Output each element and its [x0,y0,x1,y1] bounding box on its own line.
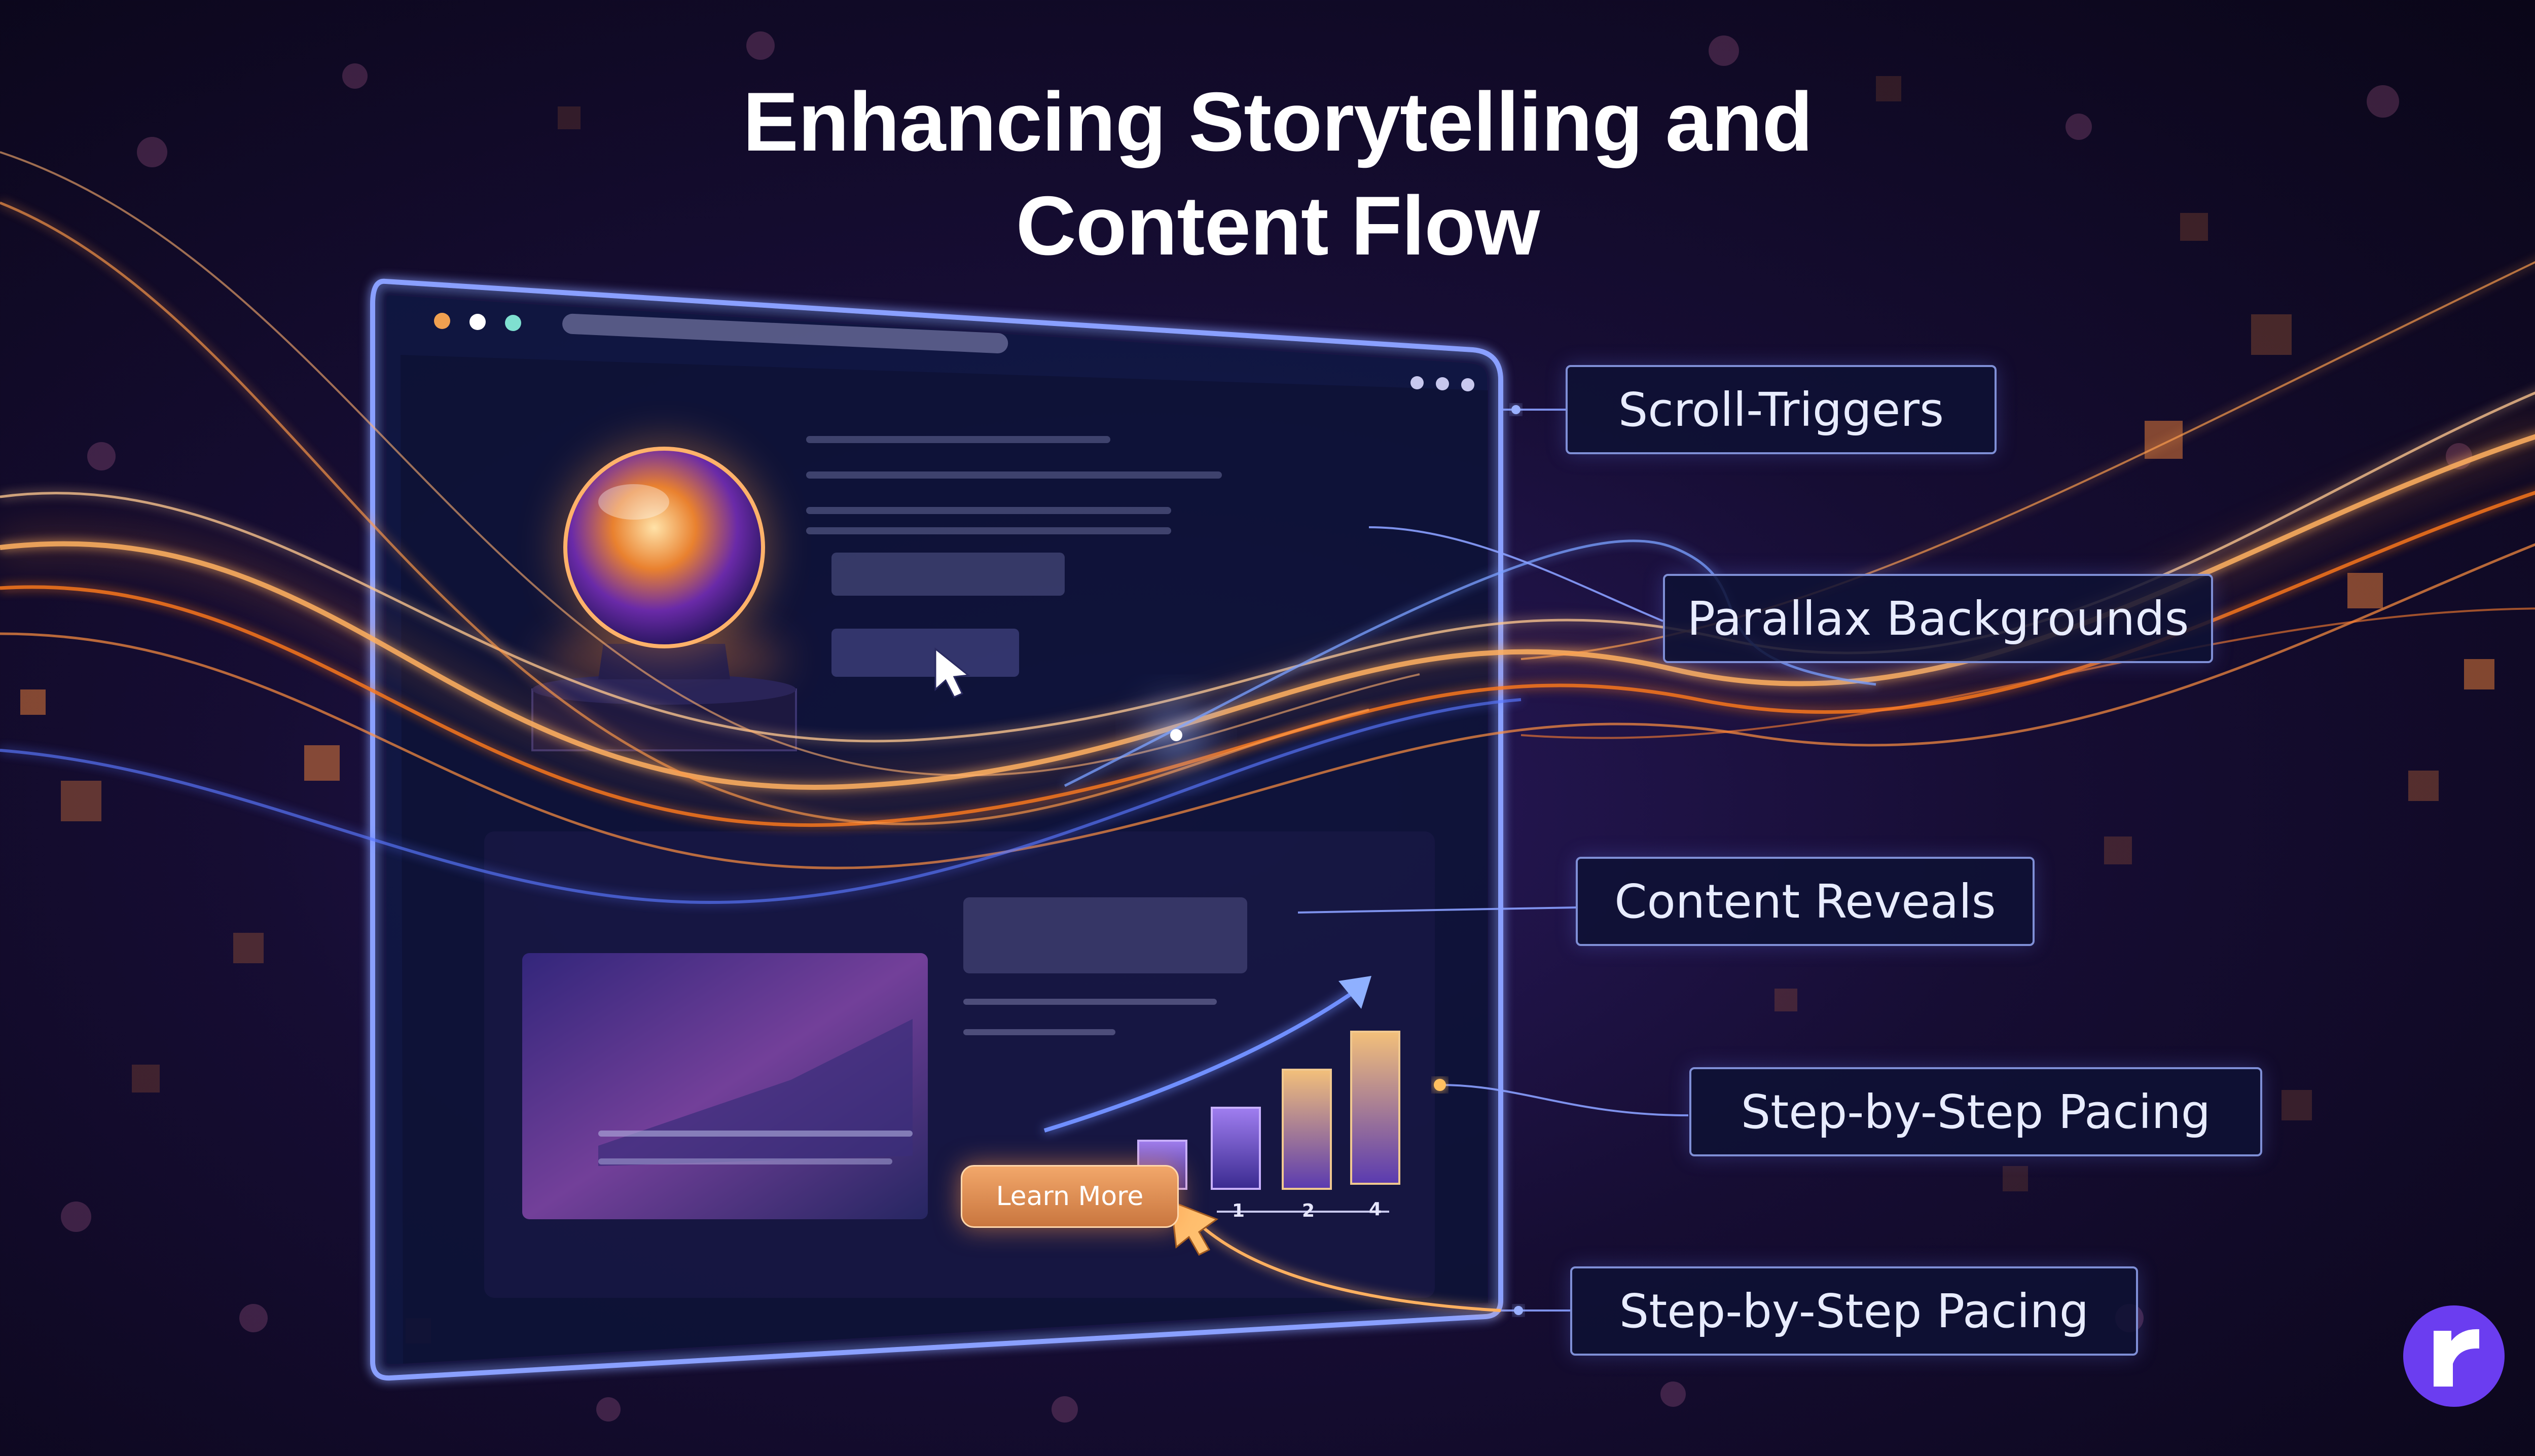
content-placeholder-block [963,897,1247,973]
label-parallax-backgrounds: Parallax Backgrounds [1663,574,2213,663]
connector-lines [1297,409,1689,1312]
chart-tick-2: 2 [1302,1200,1315,1221]
learn-more-button[interactable]: Learn More [961,1165,1179,1228]
trend-arrow-icon [1043,987,1360,1133]
chart-tick-4: 4 [1369,1199,1382,1220]
bar-2 [1211,1107,1261,1190]
brand-logo-icon [2403,1305,2505,1407]
label-step-by-step-pacing: Step-by-Step Pacing [1689,1067,2262,1156]
label-step-by-step-pacing-2: Step-by-Step Pacing [1570,1266,2138,1356]
hero-placeholder-block [831,553,1065,596]
label-content-reveals: Content Reveals [1576,857,2035,946]
hero-button-placeholder [831,629,1019,677]
window-dot-white [469,314,486,330]
orb-sphere [563,447,765,648]
bokeh-particles [20,76,2494,1343]
window-dot-orange [434,313,450,329]
page-title-line-2: Content Flow [1016,179,1540,272]
orb-pedestal [531,441,797,751]
window-dot-teal [505,315,521,331]
pointer-arrow-icon [1195,1220,1501,1312]
label-scroll-triggers: Scroll-Triggers [1566,365,1997,454]
cursor-icon [934,647,970,698]
bar-chart [1137,1031,1400,1213]
page-title-line-1: Enhancing Storytelling and [743,75,1813,168]
chart-tick-1: 1 [1232,1200,1245,1221]
bar-4 [1350,1031,1400,1185]
bar-3 [1282,1069,1332,1190]
hero-text-lines [806,436,1222,534]
